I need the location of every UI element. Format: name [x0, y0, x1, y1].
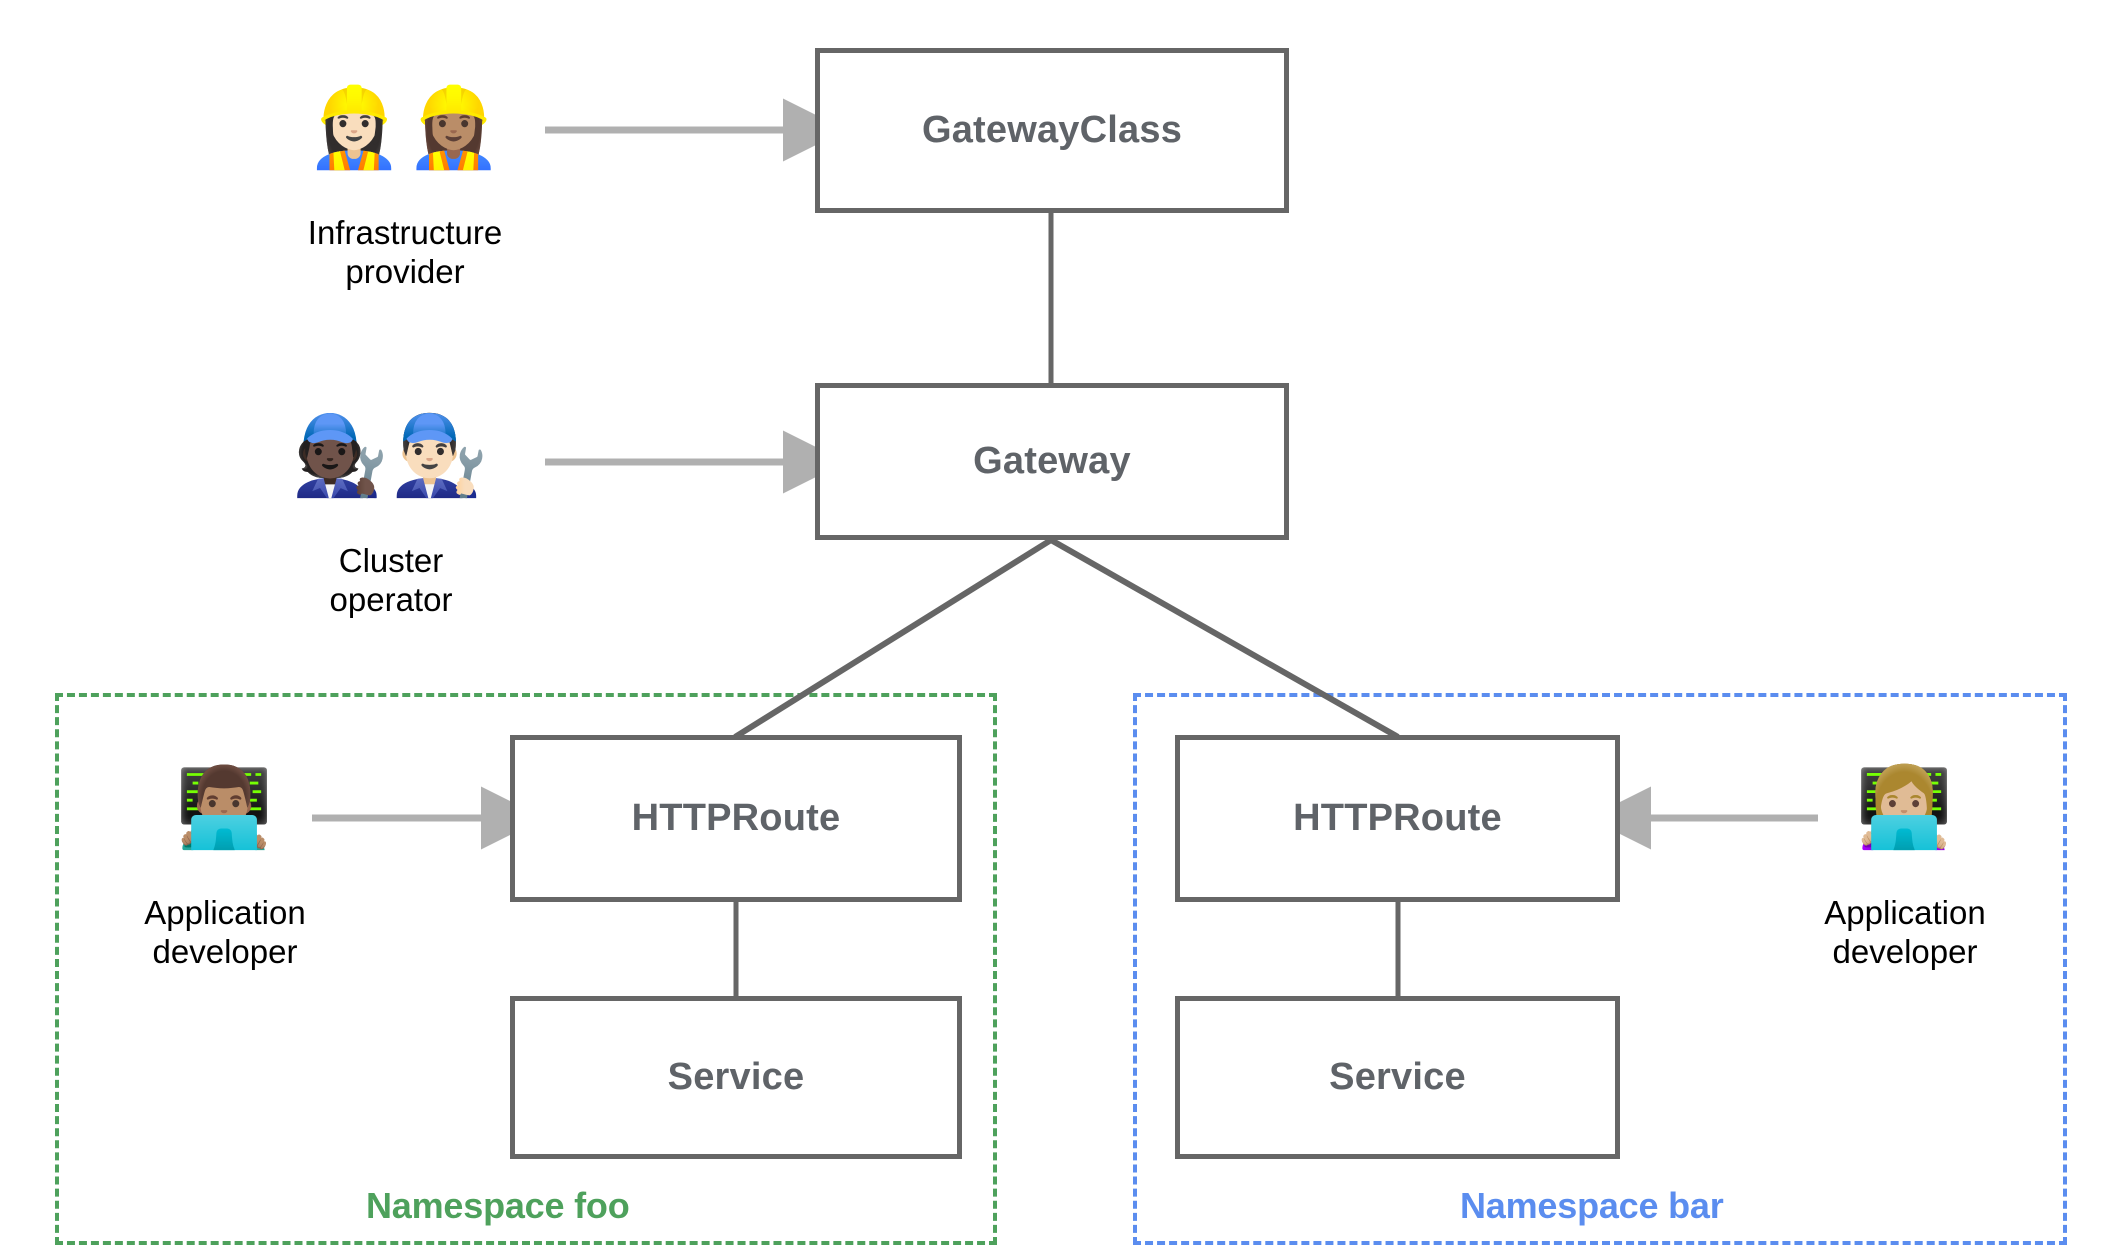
httproute-bar-label: HTTPRoute: [1293, 797, 1502, 839]
resource-box-gatewayclass[interactable]: GatewayClass: [815, 48, 1289, 213]
actor-cluster-operator: 🧑🏿‍🔧👨🏻‍🔧 Cluster operator: [216, 376, 566, 659]
resource-box-httproute-bar[interactable]: HTTPRoute: [1175, 735, 1620, 902]
resource-box-service-bar[interactable]: Service: [1175, 996, 1620, 1159]
httproute-foo-label: HTTPRoute: [631, 797, 841, 839]
namespace-bar-container: [1133, 693, 2067, 1245]
cluster-operator-label: Cluster operator: [329, 541, 453, 618]
namespace-foo-label: Namespace foo: [366, 1185, 630, 1226]
actor-application-developer-foo: 👨🏽‍💻 Application developer: [60, 728, 390, 1011]
gateway-label: Gateway: [973, 440, 1131, 482]
infrastructure-provider-label: Infrastructure provider: [307, 213, 503, 290]
application-developer-foo-label: Application developer: [144, 893, 306, 970]
woman-technologist-emoji: 👩🏼‍💻: [1855, 762, 1955, 851]
actor-infrastructure-provider: 👷🏻‍♀️👷🏽‍♀️ Infrastructure provider: [230, 48, 580, 331]
resource-box-httproute-foo[interactable]: HTTPRoute: [510, 735, 962, 902]
gatewayclass-label: GatewayClass: [921, 109, 1183, 151]
service-bar-label: Service: [1329, 1056, 1466, 1098]
resource-box-gateway[interactable]: Gateway: [815, 383, 1289, 540]
man-technologist-emoji: 👨🏽‍💻: [175, 762, 275, 851]
service-foo-label: Service: [667, 1056, 805, 1098]
application-developer-bar-label: Application developer: [1824, 893, 1986, 970]
namespace-bar-label: Namespace bar: [1460, 1185, 1724, 1226]
mechanic-people-emoji: 🧑🏿‍🔧👨🏻‍🔧: [291, 410, 491, 499]
construction-worker-women-emoji: 👷🏻‍♀️👷🏽‍♀️: [305, 82, 505, 171]
namespace-foo-container: [55, 693, 997, 1245]
resource-box-service-foo[interactable]: Service: [510, 996, 962, 1159]
actor-application-developer-bar: 👩🏼‍💻 Application developer: [1740, 728, 2070, 1011]
